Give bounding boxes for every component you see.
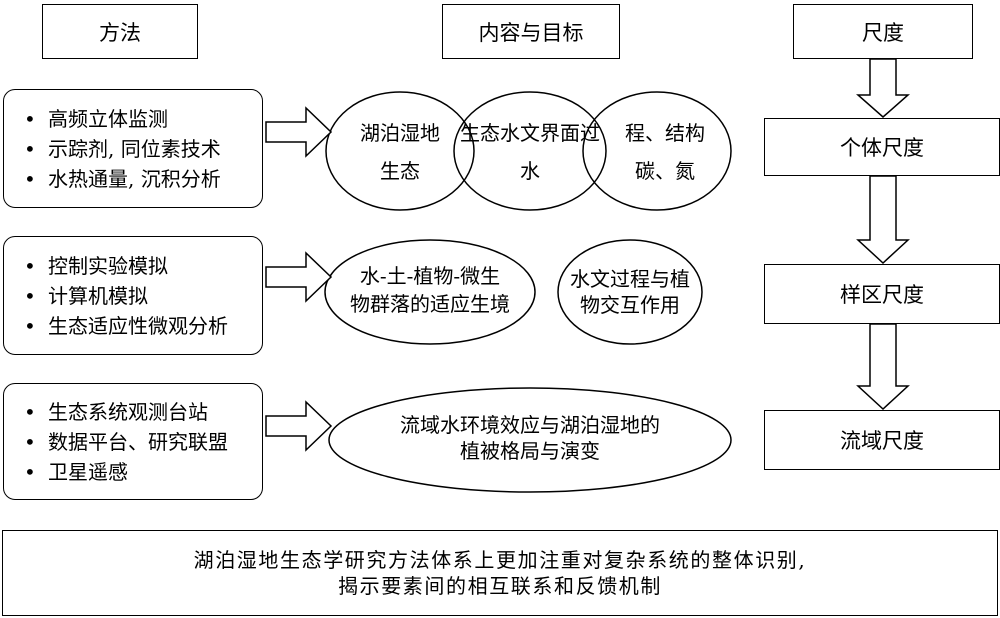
right-arrow-row2 [265,251,333,303]
ellipse-line: 生态水文界面过 [460,121,600,145]
ellipse-line: 水文过程与植 [570,267,690,291]
method-item: 控制实验模拟 [24,251,262,281]
ellipse-line: 物群落的适应生境 [350,292,510,316]
method-item: 计算机模拟 [24,281,262,311]
ellipse-line: 水-土-植物-微生 [359,264,501,288]
ellipse-text-structure: 程、结构 碳、氮 [605,118,725,186]
method-item: 高频立体监测 [24,104,262,134]
methods-box-row3: 生态系统观测台站 数据平台、研究联盟 卫星遥感 [3,383,263,500]
ellipse-line: 水 [520,159,540,183]
ellipse-line: 物交互作用 [580,293,680,317]
scale-box-plot: 样区尺度 [764,264,1000,324]
ellipse-line: 植被格局与演变 [460,439,600,463]
method-item: 示踪剂, 同位素技术 [24,134,262,164]
ellipse-lake-wetland [325,91,475,211]
ellipse-text-hydro-plant: 水文过程与植 物交互作用 [565,266,695,318]
scale-header: 尺度 [793,4,973,59]
scale-box-watershed: 流域尺度 [764,410,1000,470]
ellipse-habitat [324,239,536,345]
ellipse-line: 程、结构 [625,121,705,145]
down-arrow-2 [856,175,910,265]
methods-header: 方法 [42,4,198,59]
footer-line-1: 湖泊湿地生态学研究方法体系上更加注重对复杂系统的整体识别, [193,548,807,572]
method-item: 生态适应性微观分析 [24,311,262,341]
ellipse-structure [582,91,732,211]
method-item: 数据平台、研究联盟 [24,427,262,457]
down-arrow-3 [856,323,910,411]
ellipse-text-lake-wetland: 湖泊湿地 生态 [340,118,460,186]
content-header: 内容与目标 [442,4,620,59]
method-item: 生态系统观测台站 [24,397,262,427]
methods-box-row2: 控制实验模拟 计算机模拟 生态适应性微观分析 [3,236,263,355]
right-arrow-row3 [265,400,333,452]
ellipse-hydro-plant [557,239,703,345]
right-arrow-row1 [265,106,333,158]
method-item: 水热通量, 沉积分析 [24,164,262,194]
ellipse-line: 湖泊湿地 [360,121,440,145]
ellipse-watershed [328,387,732,493]
ellipse-line: 碳、氮 [635,159,695,183]
footer-summary-box: 湖泊湿地生态学研究方法体系上更加注重对复杂系统的整体识别, 揭示要素间的相互联系… [2,530,998,616]
ellipse-text-watershed: 流域水环境效应与湖泊湿地的 植被格局与演变 [355,412,705,464]
ellipse-line: 生态 [380,159,420,183]
method-item: 卫星遥感 [24,457,262,487]
ellipse-text-habitat: 水-土-植物-微生 物群落的适应生境 [335,262,525,318]
methods-box-row1: 高频立体监测 示踪剂, 同位素技术 水热通量, 沉积分析 [3,89,263,208]
ellipse-interface [453,91,607,211]
down-arrow-1 [856,58,910,118]
ellipse-line: 流域水环境效应与湖泊湿地的 [400,413,660,437]
ellipse-text-interface: 生态水文界面过 水 [440,118,620,186]
footer-line-2: 揭示要素间的相互联系和反馈机制 [338,574,662,598]
scale-box-individual: 个体尺度 [764,118,1000,176]
